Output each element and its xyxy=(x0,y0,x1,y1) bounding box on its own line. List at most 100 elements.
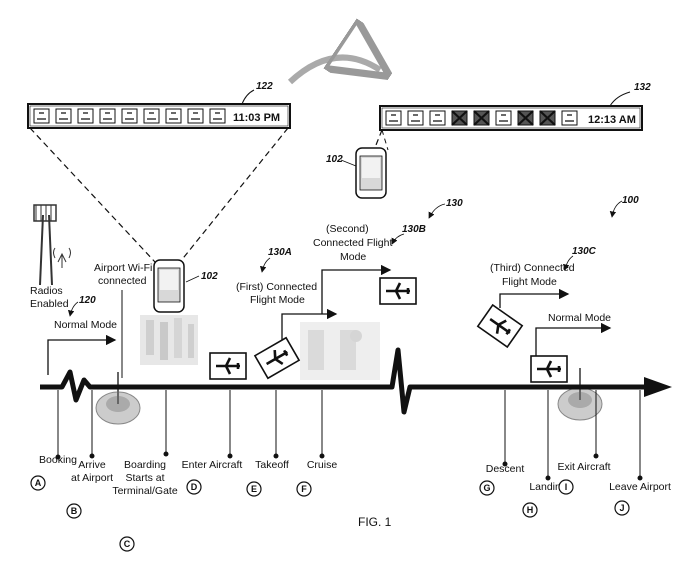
event-marker xyxy=(296,481,312,497)
event-marker xyxy=(614,500,630,516)
airplane-icon xyxy=(379,277,417,305)
aircraft-cabin-illustration xyxy=(300,322,380,380)
event-label: Terminal/Gate xyxy=(112,485,178,497)
event-marker xyxy=(66,503,82,519)
event-letter: J xyxy=(619,503,624,513)
phone-icon xyxy=(153,259,185,313)
status-bar-first: 11:03 PM 122 xyxy=(27,81,291,129)
second-mode-label: (Second) xyxy=(326,223,369,235)
event-letter: H xyxy=(527,505,534,515)
ref-label: 130 xyxy=(446,198,463,209)
bluetooth-icon xyxy=(77,108,94,124)
normal-mode-label: Normal Mode xyxy=(54,319,117,331)
event-letter: F xyxy=(301,484,307,494)
event-label: Leave Airport xyxy=(609,481,671,493)
event-label: Boarding xyxy=(124,459,166,471)
event-letter: E xyxy=(251,484,257,494)
third-mode-label: Flight Mode xyxy=(502,276,557,288)
event-label: Enter Aircraft xyxy=(182,459,243,471)
radios-enabled-label: Enabled xyxy=(30,298,69,310)
cell-tower-icon xyxy=(33,204,71,286)
radios-enabled-label: Radios xyxy=(30,285,63,297)
data-disabled-icon xyxy=(517,110,534,126)
signal-bars-icon xyxy=(187,108,204,124)
terminal-crowd-illustration xyxy=(140,315,198,365)
voicemail-icon xyxy=(385,110,402,126)
event-label: Cruise xyxy=(307,459,338,471)
airport-wifi-label: connected xyxy=(98,275,147,287)
event-letter: C xyxy=(124,539,131,549)
event-label: Takeoff xyxy=(255,459,289,471)
calendar-icon xyxy=(407,110,424,126)
timeline xyxy=(40,347,672,415)
event-marker xyxy=(479,480,495,496)
event-marker xyxy=(30,475,46,491)
second-mode-label: Mode xyxy=(340,251,366,263)
event-letter: B xyxy=(71,506,78,516)
ref-label: 102 xyxy=(201,271,218,282)
second-mode-label: Connected Flight xyxy=(313,237,392,249)
event-marker xyxy=(119,536,135,552)
event-label: Descent xyxy=(486,463,525,475)
ref-label: 132 xyxy=(634,82,651,93)
ref-label: 130C xyxy=(572,246,597,257)
status-time: 11:03 PM xyxy=(233,112,280,124)
event-letter: D xyxy=(191,482,198,492)
battery-icon xyxy=(561,110,578,126)
normal-mode-end-label: Normal Mode xyxy=(548,312,611,324)
ref-label: 102 xyxy=(326,154,343,165)
event-label: Exit Aircraft xyxy=(557,461,610,473)
ref-label: 120 xyxy=(79,295,96,306)
event-letter: I xyxy=(565,482,568,492)
event-letter: G xyxy=(483,483,490,493)
figure-label: FIG. 1 xyxy=(358,515,392,529)
ref-label: 100 xyxy=(622,195,639,206)
event-label: Arrive xyxy=(78,459,106,471)
event-label: at Airport xyxy=(71,472,113,484)
ref-label: 122 xyxy=(256,81,273,92)
transition-arrow xyxy=(287,58,380,85)
event-label: Starts at xyxy=(125,472,164,484)
wifi-icon xyxy=(495,110,512,126)
event-letter: A xyxy=(35,478,42,488)
airplane-icon xyxy=(476,303,524,349)
phone-icon xyxy=(355,147,387,199)
airplane-icon xyxy=(209,352,247,380)
event-label: Booking xyxy=(39,454,77,466)
airplane-icon xyxy=(530,355,568,383)
wifi-icon xyxy=(143,108,160,124)
airport-icon xyxy=(557,368,603,421)
calendar-icon xyxy=(55,108,72,124)
event-marker xyxy=(558,479,574,495)
first-mode-label: Flight Mode xyxy=(250,294,305,306)
event-marker xyxy=(186,479,202,495)
gps-disabled-icon xyxy=(473,110,490,126)
event-marker xyxy=(246,481,262,497)
airport-icon xyxy=(95,372,141,425)
bluetooth-icon xyxy=(429,110,446,126)
airplane-icon xyxy=(253,336,301,380)
signal-disabled-icon xyxy=(539,110,556,126)
battery-icon xyxy=(209,108,226,124)
gps-icon xyxy=(121,108,138,124)
third-mode-label: (Third) Connected xyxy=(490,262,575,274)
data-4g-icon xyxy=(165,108,182,124)
message-icon xyxy=(99,108,116,124)
ref-label: 130B xyxy=(402,224,426,235)
event-label: Landing xyxy=(529,481,567,493)
event-marker xyxy=(522,502,538,518)
airport-wifi-label: Airport Wi-Fi xyxy=(94,262,152,274)
first-mode-label: (First) Connected xyxy=(236,281,317,293)
